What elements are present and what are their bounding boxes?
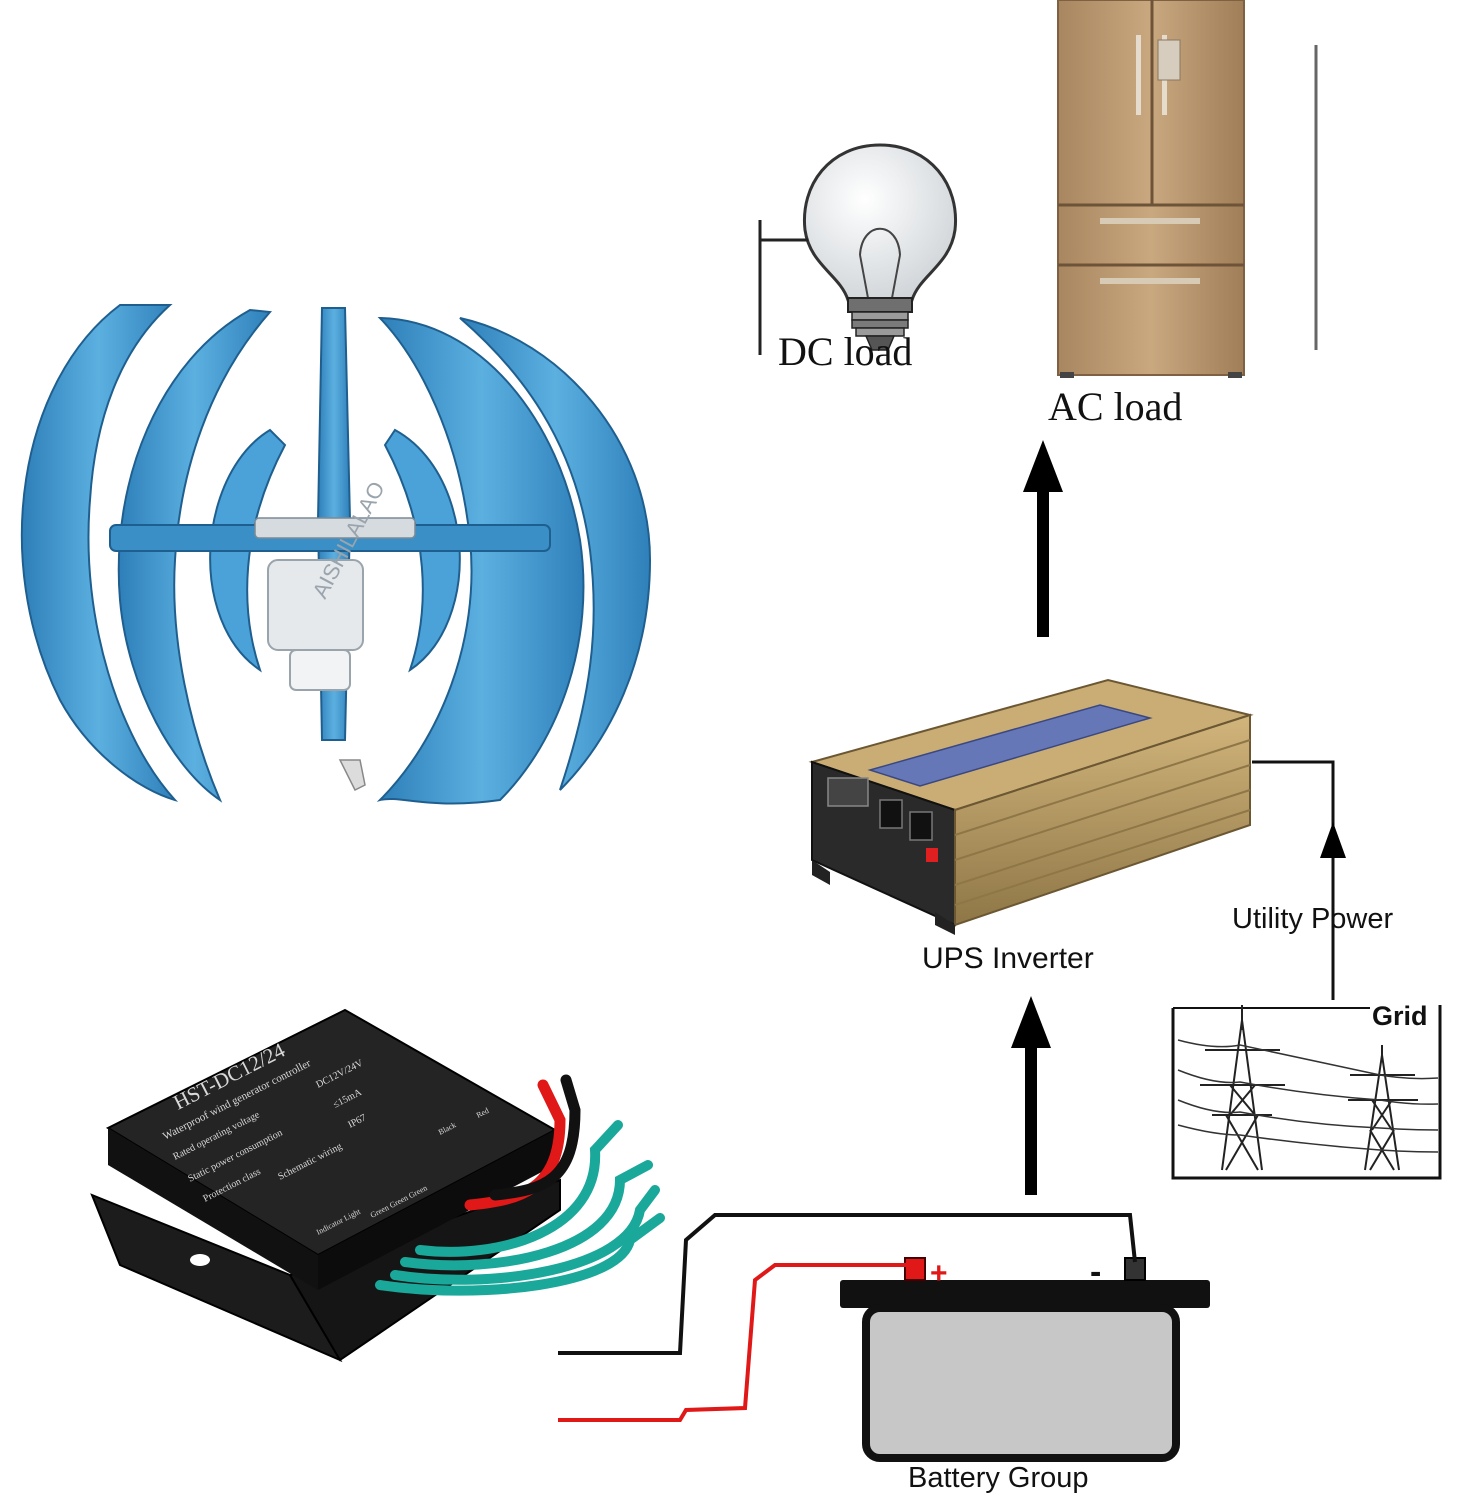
light-bulb-illustration	[802, 143, 958, 351]
utility-power-label: Utility Power	[1232, 903, 1393, 935]
power-grid-illustration	[1171, 1005, 1442, 1180]
ac-load-label: AC load	[1048, 384, 1182, 429]
battery-plus-label: +	[930, 1257, 948, 1290]
controller-cables	[375, 1074, 665, 1296]
battery-positive-wire	[558, 1263, 910, 1422]
arrow-inverter-to-ac	[1023, 440, 1063, 637]
battery-illustration	[840, 1257, 1210, 1462]
battery-minus-label: -	[1090, 1253, 1101, 1291]
grid-label: Grid	[1372, 1001, 1428, 1031]
utility-power-arrow	[1320, 822, 1346, 858]
dc-load-label: DC load	[778, 329, 912, 374]
ups-inverter-label: UPS Inverter	[922, 942, 1094, 975]
utility-power-wire	[1252, 760, 1335, 1000]
wind-charge-controller-illustration: HST-DC12/24 Waterproof wind generator co…	[90, 1008, 561, 1363]
battery-negative-wire	[558, 1213, 1137, 1355]
arrow-battery-to-inverter	[1011, 996, 1051, 1195]
refrigerator-illustration	[1057, 0, 1245, 378]
battery-group-label: Battery Group	[908, 1462, 1089, 1494]
wind-turbine-illustration: AISHILALAO	[20, 304, 652, 805]
ups-inverter-illustration	[808, 678, 1254, 935]
